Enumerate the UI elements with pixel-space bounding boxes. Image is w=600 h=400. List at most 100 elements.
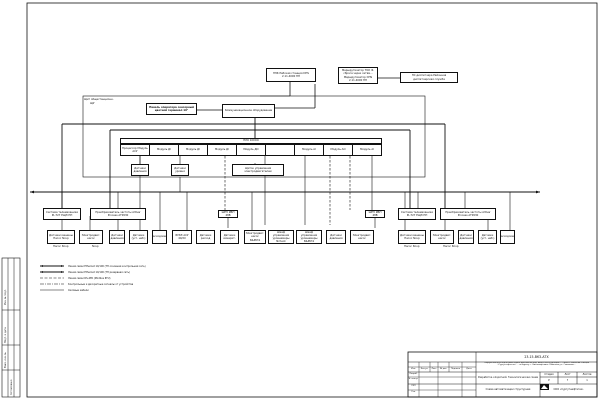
field-device-13: Датчики машины Насос Ncup bbox=[398, 230, 426, 244]
level-sensor-label: Датчики уровня bbox=[174, 166, 186, 173]
field-device-label: Шкаф управления уровнемеры N&P631 bbox=[300, 230, 318, 244]
field-device-label: Датчики расход bbox=[199, 233, 212, 240]
pc-workstation-label: ПЭК Рабочая станция DHS 2.11.4000 ПП bbox=[273, 71, 309, 78]
field-device-12: Электродвиг. насос bbox=[350, 230, 374, 244]
revision-col-5: Дата bbox=[466, 368, 472, 370]
freq-converter-left-box: Преобразователь частоты Altivar Process … bbox=[90, 208, 146, 220]
cabinet-title: Щит общестанционн. bbox=[84, 98, 114, 101]
operator-panel-label: Панель оператора сенсорный цветной терми… bbox=[149, 105, 194, 112]
stage-value: Р bbox=[548, 379, 550, 382]
plc-title: ПЛК 100ОО bbox=[243, 139, 259, 143]
pressure-sensor-box: Датчики давления bbox=[131, 164, 149, 176]
field-device-10: Шкаф управления уровнемеры N&P631 bbox=[296, 230, 322, 244]
legend-item-3: Контрольные и дискретные сигналы от устр… bbox=[68, 282, 134, 286]
field-device-label: Электродвиг. насос bbox=[352, 233, 372, 240]
level-sensor-box: Датчики уровня bbox=[171, 164, 189, 176]
field-device-14: Электродвиг. насос bbox=[430, 230, 454, 244]
field-device-7: Датчики измерит. bbox=[220, 230, 239, 244]
role-1: Н. контр. bbox=[408, 378, 419, 380]
router-box: Маршрутизатор ТОК Ф. сброса через сетям.… bbox=[338, 67, 378, 84]
ups-right-box: ШПУ ИБП 48В bbox=[365, 210, 385, 218]
ups-left-label: ШПУ ИБП 48В bbox=[221, 210, 235, 217]
plc-module-label: Модуль ДI bbox=[156, 148, 171, 152]
motor-control-label: Щиток управления электродвигателем bbox=[244, 166, 272, 173]
field-device-6: Датчики расход bbox=[196, 230, 215, 244]
plc-module-label: Модуль ДI bbox=[185, 148, 200, 152]
sheet-title: Схема автоматизации структурная bbox=[485, 388, 531, 392]
field-sublabel-0: Насос Ncup bbox=[53, 245, 69, 248]
margin-stamp-frame bbox=[1, 257, 21, 398]
pc-workstation-box: ПЭК Рабочая станция DHS 2.11.4000 ПП bbox=[266, 68, 316, 82]
telemetry-left-box: Система телемеханики PL.T27 ЕЩЭ ПП bbox=[43, 208, 81, 220]
motor-control-box: Щиток управления электродвигателем bbox=[232, 164, 284, 176]
field-device-3: Датчики (уст. наб.) bbox=[129, 230, 148, 244]
col-sheets: Листов bbox=[582, 373, 592, 376]
field-device-label: Датчики давления bbox=[459, 233, 473, 240]
revision-col-0: Изм. bbox=[411, 368, 416, 370]
plc-module-label: Модуль ДI bbox=[214, 148, 229, 152]
telemetry-left-label: Система телемеханики PL.T27 ЕЩЭ ПП bbox=[45, 210, 79, 217]
freq-converter-right-label: Преобразователь частоты Altivar Process … bbox=[445, 210, 491, 217]
col-sheet: Лист bbox=[564, 373, 571, 376]
plc-module-6: Модуль АI bbox=[294, 144, 324, 156]
legend-item-0: Линия связи Ethernet 10/100 (ТП основная… bbox=[68, 264, 146, 268]
plc-title-box: ПЛК 100ОО bbox=[120, 138, 382, 144]
field-device-16: Датчики (уст. наб.) bbox=[478, 230, 497, 244]
legend-item-4: Силовые кабели bbox=[68, 288, 89, 292]
drawing-title: Разработка хлоратной. Технологическая сх… bbox=[478, 375, 538, 379]
router-label: Маршрутизатор ТОК Ф. сброса через сетям.… bbox=[341, 69, 375, 82]
telemetry-right-box: Система телемеханики PL.T27 ЕЩЭ ПП bbox=[398, 208, 436, 220]
sheets-value: 1 bbox=[586, 379, 588, 382]
org-cell: ООО «Сургутнефтегаз» bbox=[540, 384, 597, 397]
freq-converter-left-label: Преобразователь частоты Altivar Process … bbox=[95, 210, 141, 217]
role-2: ГИП bbox=[411, 385, 416, 387]
field-device-1: Электродвиг. насос bbox=[79, 230, 103, 244]
role-3: Утв. bbox=[411, 391, 416, 393]
col-stage: Стадия bbox=[544, 373, 554, 376]
cabinet-outline bbox=[82, 95, 426, 178]
revision-col-2: Лист bbox=[431, 368, 437, 370]
org-logo-icon bbox=[540, 384, 549, 390]
field-device-label: Электродвиг. насос bbox=[432, 233, 452, 240]
field-device-label: Датчики давления bbox=[110, 233, 124, 240]
revision-col-3: № док. bbox=[439, 368, 448, 370]
field-sublabel-2: Насос Ncup bbox=[404, 245, 420, 248]
pressure-sensor-label: Датчики давления bbox=[133, 166, 147, 173]
field-device-17: Расходомер bbox=[500, 230, 515, 244]
revision-col-4: Подпись bbox=[451, 368, 460, 370]
margin-inv: Инв. № подл. bbox=[4, 289, 7, 305]
plc-module-4: Модуль ДО bbox=[236, 144, 266, 156]
field-device-9: Шкаф управления уровнемеры Ncheck bbox=[268, 230, 294, 244]
telemetry-right-label: Система телемеханики PL.T27 ЕЩЭ ПП bbox=[400, 210, 434, 217]
plc-module-2: Модуль ДI bbox=[178, 144, 208, 156]
plc-module-label: Модуль ДО bbox=[243, 148, 259, 152]
legend-item-2: Линия связи RS-485 (Modbus RTU) bbox=[68, 276, 111, 280]
plc-module-label: Модуль АО bbox=[330, 148, 346, 152]
plc-module-3: Модуль ДI bbox=[207, 144, 237, 156]
field-device-5: БУКЭ АСУ 40/2Х bbox=[172, 230, 192, 244]
field-device-11: Датчики давления bbox=[326, 230, 346, 244]
remote-dispatcher-label: ПС диспетчера Районная диспетчерская слу… bbox=[411, 74, 447, 81]
field-device-label: БУКЭ АСУ 40/2Х bbox=[175, 233, 189, 240]
freq-converter-right-box: Преобразователь частоты Altivar Process … bbox=[440, 208, 496, 220]
sheet-frame bbox=[26, 2, 598, 398]
field-device-0: Датчики машины Насос Ncup bbox=[47, 230, 75, 244]
ups-left-box: ШПУ ИБП 48В bbox=[218, 210, 238, 218]
field-device-label: Датчики давления bbox=[329, 233, 343, 240]
plc-module-label: Модуль АI bbox=[302, 148, 316, 152]
cabinet-subtitle: ЩУ bbox=[90, 102, 95, 105]
plc-module-7: Модуль АО bbox=[323, 144, 353, 156]
plc-module-5 bbox=[265, 144, 295, 156]
legend-item-1: Линия связи Ethernet 10/100 (ТП резервна… bbox=[68, 270, 130, 274]
field-device-label: Расходомер bbox=[500, 235, 515, 239]
comm-equipment-box: Коммуникационное оборудование bbox=[222, 104, 275, 118]
operator-panel-box: Панель оператора сенсорный цветной терми… bbox=[146, 103, 197, 115]
plc-module-label: Процессор Модуль АСУ bbox=[122, 146, 148, 153]
ups-right-label: ШПУ ИБП 48В bbox=[368, 210, 382, 217]
plc-module-1: Модуль ДI bbox=[149, 144, 179, 156]
field-device-label: Датчики измерит. bbox=[223, 233, 236, 240]
doc-description: Сооружения для подготовки сброса дренажн… bbox=[484, 362, 589, 367]
field-device-label: Шкаф управления уровнемеры Ncheck bbox=[272, 230, 290, 244]
